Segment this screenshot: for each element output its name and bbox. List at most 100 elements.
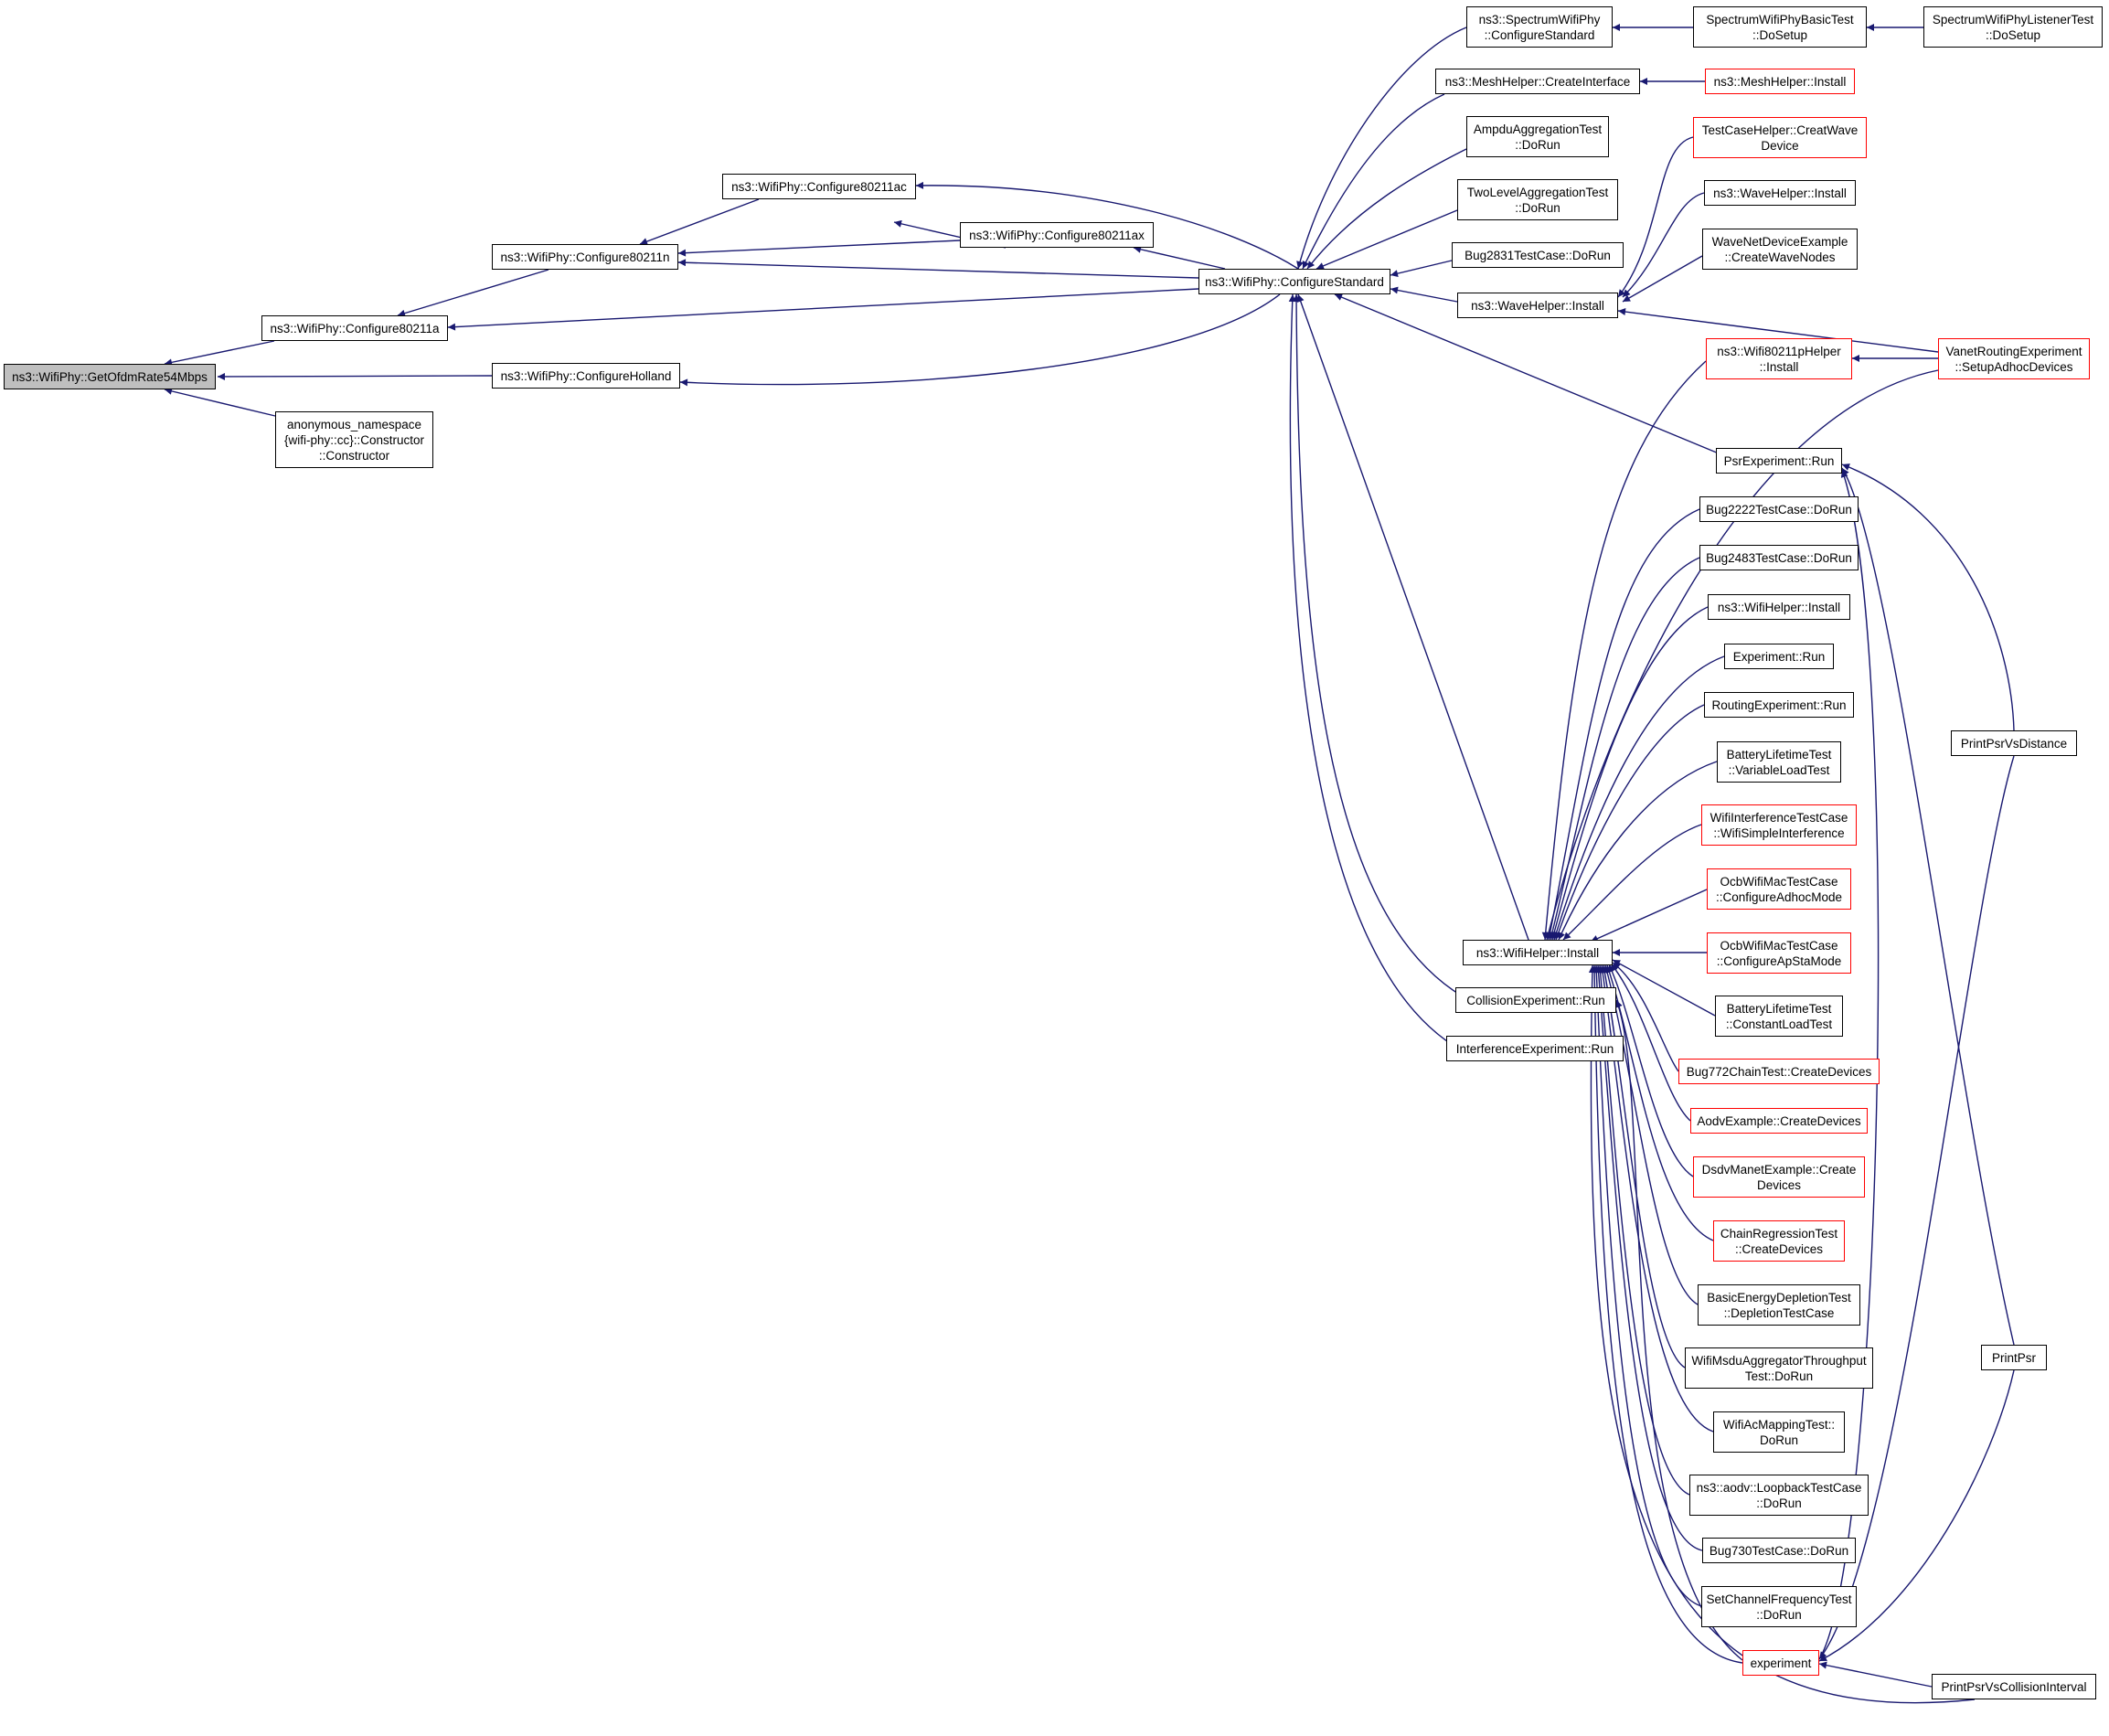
node-wifi-msdu-aggregator-throughput[interactable]: WifiMsduAggregatorThroughput Test::DoRun: [1685, 1347, 1873, 1389]
edge-n25-n15: [1541, 360, 1707, 941]
edge-n44-n15: [1596, 964, 1690, 1496]
edge-n27-n15: [1546, 508, 1700, 941]
node-print-psr-vs-distance[interactable]: PrintPsrVsDistance: [1951, 730, 2077, 756]
node-configure-holland[interactable]: ns3::WifiPhy::ConfigureHolland: [492, 363, 680, 389]
node-wifi-helper-install[interactable]: ns3::WifiHelper::Install: [1463, 940, 1613, 965]
edge-n8-n5: [677, 259, 1199, 279]
node-configure-80211ax[interactable]: ns3::WifiPhy::Configure80211ax: [960, 222, 1154, 248]
edge-n24-n15: [1545, 369, 1939, 941]
node-test-case-helper-creat-wave-device[interactable]: TestCaseHelper::CreatWave Device: [1693, 117, 1867, 158]
edge-n32-n15: [1558, 761, 1718, 941]
edge-n8-n2: [447, 288, 1199, 331]
node-spectrum-wifi-phy-basic-test[interactable]: SpectrumWifiPhyBasicTest ::DoSetup: [1693, 6, 1867, 48]
edge-n33-n15: [1562, 824, 1702, 941]
node-basic-energy-depletion-test[interactable]: BasicEnergyDepletionTest ::DepletionTest…: [1698, 1284, 1860, 1326]
edge-n29-n15: [1550, 606, 1709, 941]
node-vanet-routing-experiment[interactable]: VanetRoutingExperiment ::SetupAdhocDevic…: [1938, 338, 2090, 379]
edge-n26-n8: [1334, 293, 1720, 454]
edge-n50-n15: [1588, 964, 1976, 1704]
edge-n4-n1: [164, 387, 276, 417]
node-wifi80211p-helper-install[interactable]: ns3::Wifi80211pHelper ::Install: [1706, 338, 1852, 379]
edge-n47-n26: [1818, 469, 1880, 1660]
edge-n2-n1: [164, 340, 275, 367]
edge-n34-n15: [1590, 889, 1708, 943]
edge-n22-n14: [1622, 192, 1705, 298]
edge-n11-n8: [1306, 148, 1467, 270]
node-interference-experiment-run[interactable]: InterferenceExperiment::Run: [1446, 1036, 1624, 1061]
node-aodv-example-create-devices[interactable]: AodvExample::CreateDevices: [1690, 1108, 1868, 1134]
node-battery-lifetime-variable-load[interactable]: BatteryLifetimeTest ::VariableLoadTest: [1717, 741, 1841, 783]
node-mesh-helper-create-interface[interactable]: ns3::MeshHelper::CreateInterface: [1435, 69, 1640, 94]
edge-n41-n15: [1603, 964, 1699, 1305]
node-wifi-ac-mapping-test[interactable]: WifiAcMappingTest:: DoRun: [1713, 1411, 1845, 1453]
node-bug772-chain-test[interactable]: Bug772ChainTest::CreateDevices: [1678, 1059, 1880, 1084]
node-wave-net-device-example[interactable]: WaveNetDeviceExample ::CreateWaveNodes: [1702, 229, 1858, 270]
edge-n42-n15: [1601, 964, 1686, 1369]
edge-n47-n15: [1591, 964, 1743, 1664]
edge-n49-n47: [1818, 1369, 2015, 1662]
edge-n36-n15: [1612, 959, 1716, 1017]
edge-n8-n6: [915, 181, 1299, 270]
edge-n48-n47: [1818, 755, 2015, 1660]
node-spectrum-wifi-phy-listener-test[interactable]: SpectrumWifiPhyListenerTest ::DoSetup: [1923, 6, 2103, 48]
edge-n6-n5: [639, 198, 760, 245]
edge-n17-n8: [1288, 293, 1456, 1048]
edge-n50-n47: [1818, 1661, 1933, 1688]
edge-n14-n8: [1390, 286, 1458, 303]
edge-n39-n15: [1608, 964, 1694, 1177]
edge-n9-n8: [1296, 27, 1467, 270]
edge-n31-n15: [1554, 704, 1705, 941]
node-battery-lifetime-constant-load[interactable]: BatteryLifetimeTest ::ConstantLoadTest: [1715, 996, 1843, 1037]
node-wifi-interference-test-case[interactable]: WifiInterferenceTestCase ::WifiSimpleInt…: [1701, 804, 1857, 846]
node-experiment-run[interactable]: Experiment::Run: [1724, 644, 1834, 669]
edge-n7-n5: [677, 240, 961, 257]
node-collision-experiment-run[interactable]: CollisionExperiment::Run: [1455, 987, 1616, 1013]
node-routing-experiment-run[interactable]: RoutingExperiment::Run: [1704, 692, 1854, 718]
node-ocb-configure-ap-sta-mode[interactable]: OcbWifiMacTestCase ::ConfigureApStaMode: [1707, 932, 1851, 974]
edge-n47-n16: [1615, 999, 1743, 1661]
node-wifi-helper-install-2[interactable]: ns3::WifiHelper::Install: [1708, 594, 1850, 620]
node-wave-helper-install[interactable]: ns3::WaveHelper::Install: [1457, 293, 1618, 318]
node-wave-helper-install-2[interactable]: ns3::WaveHelper::Install: [1704, 180, 1856, 206]
node-bug2222-test-case[interactable]: Bug2222TestCase::DoRun: [1699, 496, 1859, 522]
node-dsdv-manet-example[interactable]: DsdvManetExample::Create Devices: [1693, 1156, 1865, 1198]
edge-n3-n1: [217, 372, 493, 380]
node-configure-80211n[interactable]: ns3::WifiPhy::Configure80211n: [492, 244, 678, 270]
node-configure-80211ac[interactable]: ns3::WifiPhy::Configure80211ac: [722, 174, 916, 199]
edge-n8-n7: [1133, 245, 1226, 270]
node-ocb-configure-adhoc-mode[interactable]: OcbWifiMacTestCase ::ConfigureAdhocMode: [1707, 868, 1851, 910]
node-ampdu-aggregation-test[interactable]: AmpduAggregationTest ::DoRun: [1466, 116, 1609, 157]
node-configure-80211a[interactable]: ns3::WifiPhy::Configure80211a: [261, 315, 448, 341]
node-print-psr[interactable]: PrintPsr: [1981, 1345, 2047, 1370]
node-print-psr-vs-collision-interval[interactable]: PrintPsrVsCollisionInterval: [1932, 1674, 2096, 1699]
node-psr-experiment-run[interactable]: PsrExperiment::Run: [1716, 448, 1842, 474]
node-bug2831-test-case[interactable]: Bug2831TestCase::DoRun: [1452, 242, 1624, 268]
edge-n37-n15: [1612, 962, 1679, 1072]
edge-n5-n2: [397, 269, 549, 317]
node-aodv-loopback-test-case[interactable]: ns3::aodv::LoopbackTestCase ::DoRun: [1689, 1475, 1869, 1516]
edge-n12-n8: [1315, 209, 1458, 270]
node-set-channel-frequency-test[interactable]: SetChannelFrequencyTest ::DoRun: [1701, 1586, 1857, 1627]
node-experiment[interactable]: experiment: [1742, 1650, 1819, 1676]
node-two-level-aggregation-test[interactable]: TwoLevelAggregationTest ::DoRun: [1457, 179, 1618, 220]
edge-n38-n15: [1610, 963, 1691, 1122]
edge-n16-n8: [1293, 293, 1464, 997]
edge-n13-n8: [1390, 260, 1453, 278]
node-bug730-test-case[interactable]: Bug730TestCase::DoRun: [1702, 1538, 1856, 1563]
edge-n23-n14: [1622, 255, 1703, 303]
node-get-ofdm-rate-54mbps[interactable]: ns3::WifiPhy::GetOfdmRate54Mbps: [4, 364, 216, 389]
node-spectrum-wifi-phy-configure-standard[interactable]: ns3::SpectrumWifiPhy ::ConfigureStandard: [1466, 6, 1613, 48]
edge-n49-n26: [1841, 467, 2015, 1346]
node-configure-standard[interactable]: ns3::WifiPhy::ConfigureStandard: [1198, 269, 1390, 294]
edge-n30-n15: [1552, 655, 1725, 941]
edge-n15-n8: [1296, 293, 1529, 941]
edge-n45-n15: [1594, 964, 1703, 1551]
node-chain-regression-test[interactable]: ChainRegressionTest ::CreateDevices: [1713, 1220, 1845, 1262]
node-anonymous-constructor[interactable]: anonymous_namespace {wifi-phy::cc}::Cons…: [275, 411, 433, 468]
node-bug2483-test-case[interactable]: Bug2483TestCase::DoRun: [1699, 545, 1859, 570]
edge-n28-n15: [1549, 557, 1700, 941]
node-mesh-helper-install[interactable]: ns3::MeshHelper::Install: [1705, 69, 1855, 94]
edge-n21-n14: [1617, 136, 1694, 298]
